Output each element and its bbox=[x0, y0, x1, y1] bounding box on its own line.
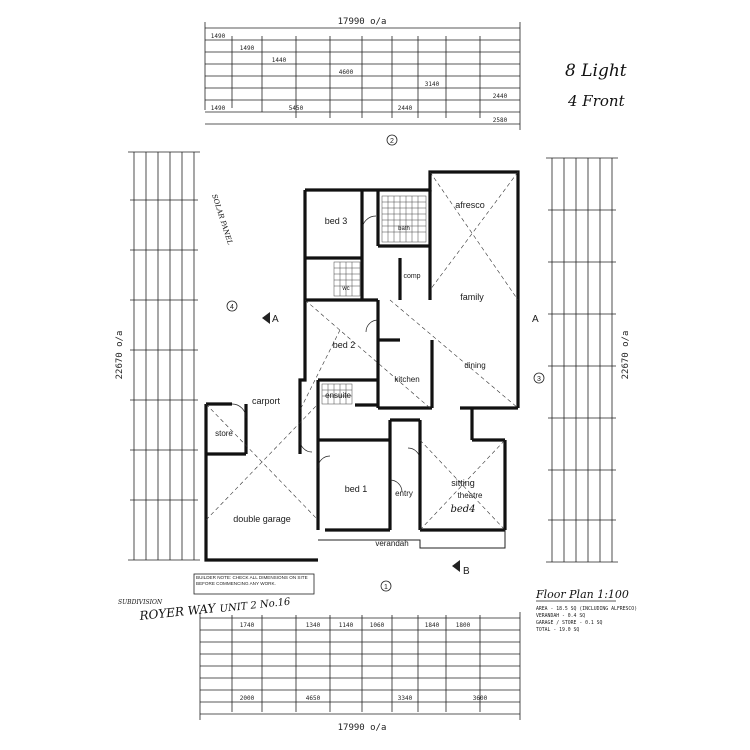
top-dim-value: 1440 bbox=[272, 57, 287, 64]
room-label-store: store bbox=[215, 429, 233, 438]
top-dim-value: 1490 bbox=[211, 105, 226, 112]
area-garage: GARAGE / STORE - 0.1 SQ bbox=[536, 620, 603, 626]
room-label-ensuite: ensuite bbox=[325, 391, 351, 400]
bottom-overall-dimension: 17990 o/a bbox=[338, 723, 387, 733]
section-marker-a-left: A bbox=[272, 314, 279, 325]
bottom-dim-value: 1060 bbox=[370, 622, 385, 629]
area-schedule: AREA - 18.5 SQ (INCLUDING ALFRESCO) VERA… bbox=[536, 606, 637, 633]
top-dim-value: 4600 bbox=[339, 69, 354, 76]
grid-marker-3 bbox=[533, 372, 545, 384]
room-label-entry: entry bbox=[395, 489, 413, 498]
handwritten-light-note: 8 Light bbox=[565, 61, 627, 81]
wet-area-tiles bbox=[321, 195, 427, 405]
builder-note-box bbox=[193, 573, 315, 595]
top-dim-value: 1490 bbox=[211, 33, 226, 40]
top-dim-value: 3140 bbox=[425, 81, 440, 88]
top-overall-dimension: 17990 o/a bbox=[338, 17, 387, 27]
room-label-bed1: bed 1 bbox=[345, 484, 368, 494]
builder-note: BUILDER NOTE: CHECK ALL DIMENSIONS ON SI… bbox=[196, 575, 308, 586]
handwritten-front-note: 4 Front bbox=[567, 92, 626, 110]
area-total: TOTAL - 19.0 SQ bbox=[536, 627, 579, 633]
top-dim-value: 2440 bbox=[398, 105, 413, 112]
room-label-wc: wc bbox=[341, 286, 349, 292]
area-verandah: VERANDAH - 0.4 SQ bbox=[536, 613, 585, 619]
grid-marker-1-label: 1 bbox=[384, 584, 388, 591]
grid-marker-4 bbox=[226, 300, 238, 312]
room-label-afresco: afresco bbox=[455, 200, 485, 210]
grid-marker-2-label: 2 bbox=[390, 138, 394, 145]
room-label-comp: comp bbox=[403, 273, 420, 280]
grid-marker-2 bbox=[386, 134, 398, 146]
left-overall-dimension: 22670 o/a bbox=[115, 331, 125, 380]
top-dim-value: 1490 bbox=[240, 45, 255, 52]
bottom-dim-value: 3340 bbox=[398, 695, 413, 702]
room-label-theatre: theatre bbox=[458, 491, 483, 500]
grid-marker-3-label: 3 bbox=[537, 376, 541, 383]
section-arrow-icon bbox=[452, 560, 460, 572]
right-dimension-strings bbox=[546, 157, 618, 563]
room-label-dining: dining bbox=[464, 361, 485, 370]
bottom-dim-value: 4650 bbox=[306, 695, 321, 702]
top-dim-value: 2580 bbox=[493, 117, 508, 124]
top-dimension-row2: 1490 5450 2440 2580 bbox=[211, 105, 508, 124]
room-label-family: family bbox=[460, 292, 484, 302]
room-label-bed4: bed4 bbox=[450, 504, 475, 515]
room-labels: bed 3 afresco comp family bed 2 kitchen … bbox=[215, 200, 486, 548]
verandah-edge bbox=[318, 530, 506, 549]
room-label-kitchen: kitchen bbox=[394, 375, 419, 384]
section-arrow-icon bbox=[262, 312, 270, 324]
grid-marker-1 bbox=[380, 580, 392, 592]
top-dim-value: 2440 bbox=[493, 93, 508, 100]
grid-marker-4-label: 4 bbox=[230, 304, 234, 311]
house-walls bbox=[204, 170, 520, 562]
builder-note-wrap: BUILDER NOTE: CHECK ALL DIMENSIONS ON SI… bbox=[196, 575, 308, 586]
bottom-dimension-string bbox=[199, 612, 521, 720]
section-marker-b: B bbox=[463, 566, 470, 577]
room-label-bath: bath bbox=[398, 226, 410, 232]
right-overall-dimension: 22670 o/a bbox=[621, 331, 631, 380]
room-label-bed2: bed 2 bbox=[333, 340, 356, 350]
door-swings bbox=[231, 215, 421, 493]
address-unit: UNIT 2 No.16 bbox=[219, 597, 291, 615]
room-label-sitting: sitting bbox=[451, 478, 475, 488]
bottom-dim-value: 2000 bbox=[240, 695, 255, 702]
bottom-dim-value: 1800 bbox=[456, 622, 471, 629]
top-dimension-string bbox=[204, 22, 521, 130]
solar-panel-note: SOLAR PANEL bbox=[210, 193, 234, 246]
roof-hip-lines bbox=[205, 171, 519, 531]
top-dimension-row1: 1490 1490 1440 4600 3140 2440 bbox=[211, 33, 508, 100]
room-label-bed3: bed 3 bbox=[325, 216, 348, 226]
address-prefix: SUBDIVISION bbox=[118, 599, 163, 606]
bottom-dim-value: 1740 bbox=[240, 622, 255, 629]
bottom-dim-value: 1140 bbox=[339, 622, 354, 629]
room-label-verandah: verandah bbox=[375, 539, 408, 548]
bottom-dim-value: 3600 bbox=[473, 695, 488, 702]
room-label-double-garage: double garage bbox=[233, 514, 291, 524]
bottom-dimension-row1: 1740 1340 1140 1060 1840 1800 bbox=[240, 622, 471, 629]
left-dimension-strings bbox=[128, 151, 200, 561]
area-total-living: AREA - 18.5 SQ (INCLUDING ALFRESCO) bbox=[536, 606, 637, 612]
floor-plan-title: Floor Plan 1:100 bbox=[535, 588, 629, 601]
bottom-dimension-row2: 2000 4650 3340 3600 bbox=[240, 695, 488, 702]
bottom-dim-value: 1840 bbox=[425, 622, 440, 629]
bottom-dim-value: 1340 bbox=[306, 622, 321, 629]
section-marker-a-right: A bbox=[532, 314, 539, 325]
room-label-carport: carport bbox=[252, 396, 281, 406]
top-dim-value: 5450 bbox=[289, 105, 304, 112]
